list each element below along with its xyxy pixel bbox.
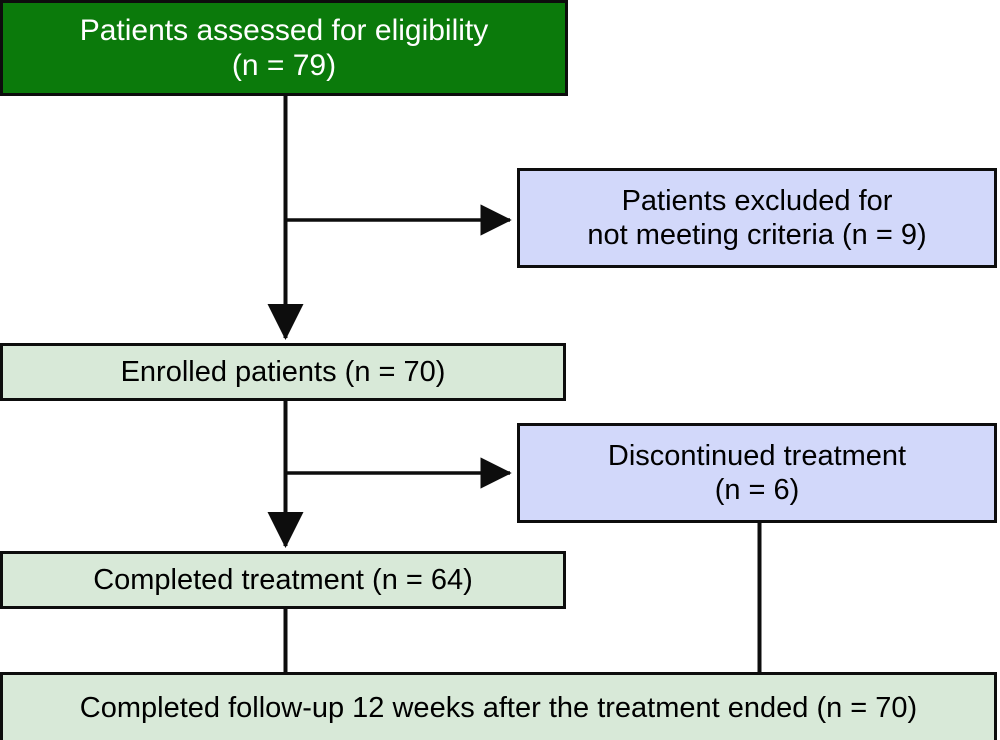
completed-followup-label: Completed follow-up 12 weeks after the t… — [79, 691, 918, 724]
discontinued-treatment-box: Discontinued treatment (n = 6) — [517, 423, 997, 523]
enrolled-patients-box: Enrolled patients (n = 70) — [0, 343, 566, 401]
patients-excluded-label: Patients excluded for not meeting criter… — [587, 184, 927, 251]
completed-followup-box: Completed follow-up 12 weeks after the t… — [0, 672, 997, 740]
completed-treatment-label: Completed treatment (n = 64) — [93, 563, 473, 596]
patients-assessed-box: Patients assessed for eligibility (n = 7… — [0, 0, 568, 96]
enrolled-patients-label: Enrolled patients (n = 70) — [120, 355, 446, 388]
discontinued-treatment-label: Discontinued treatment (n = 6) — [607, 439, 907, 506]
completed-treatment-box: Completed treatment (n = 64) — [0, 551, 566, 609]
patients-excluded-box: Patients excluded for not meeting criter… — [517, 168, 997, 268]
patients-assessed-label: Patients assessed for eligibility (n = 7… — [79, 13, 489, 82]
